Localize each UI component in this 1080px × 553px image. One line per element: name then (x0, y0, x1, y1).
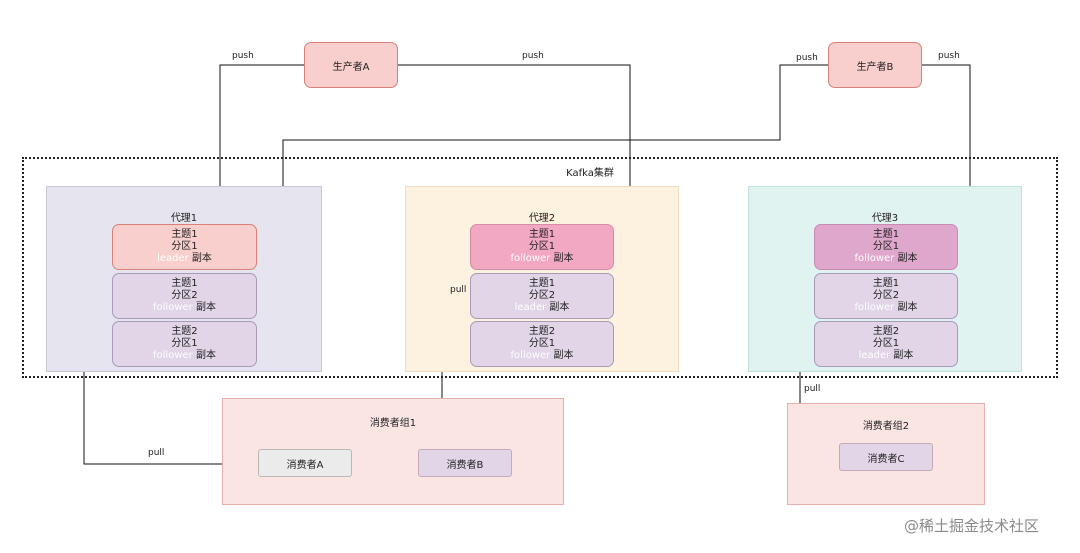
topic-label: 主题1 (528, 278, 556, 289)
replica-role: follower (153, 302, 193, 313)
push-label: push (232, 51, 254, 61)
replica-label: leader 副本 (514, 302, 570, 313)
broker-2-partition-3[interactable]: 主题2 分区1 follower 副本 (470, 321, 614, 367)
broker-3-partition-3[interactable]: 主题2 分区1 leader 副本 (814, 321, 958, 367)
broker-1-partition-2[interactable]: 主题1 分区2 follower 副本 (112, 273, 257, 319)
replica-label: follower 副本 (153, 350, 216, 361)
push-label: push (796, 53, 818, 63)
partition-label: 分区2 (171, 290, 198, 301)
push-a-to-broker1 (216, 64, 304, 224)
topic-label: 主题1 (872, 278, 900, 289)
watermark: @稀土掘金技术社区 (904, 517, 1040, 535)
topic-label: 主题2 (872, 326, 900, 337)
consumer-group-2-title: 消费者组2 (862, 421, 910, 432)
partition-label: 分区1 (872, 241, 900, 252)
broker-3-partition-2[interactable]: 主题1 分区2 follower 副本 (814, 273, 958, 319)
pull-label: pull (450, 285, 467, 295)
replica-role: leader (157, 253, 189, 264)
kafka-cluster-boundary (22, 157, 1058, 378)
consumer-a[interactable]: 消费者A (258, 449, 352, 477)
replica-role: follower (510, 350, 551, 361)
replica-role: leader (514, 302, 547, 313)
partition-label: 分区2 (872, 290, 900, 301)
broker-3-title: 代理3 (871, 213, 899, 224)
partition-label: 分区1 (528, 241, 556, 252)
partition-label: 分区1 (528, 338, 556, 349)
topic-label: 主题1 (171, 229, 198, 240)
replica-label: follower 副本 (854, 253, 918, 264)
replica-label: follower 副本 (510, 350, 574, 361)
kafka-cluster-title: Kafka集群 (566, 168, 614, 179)
broker-1-title: 代理1 (170, 213, 198, 224)
replica-role: follower (510, 253, 551, 264)
partition-label: 分区1 (171, 241, 198, 252)
replica-role: follower (854, 302, 895, 313)
consumer-group-1-title: 消费者组1 (369, 418, 417, 429)
consumer-c[interactable]: 消费者C (839, 443, 933, 471)
replica-label: follower 副本 (153, 302, 216, 313)
broker-1-partition-1[interactable]: 主题1 分区1 leader 副本 (112, 224, 257, 270)
topic-label: 主题1 (528, 229, 556, 240)
replica-label: leader 副本 (858, 350, 914, 361)
pull-label: pull (804, 384, 821, 394)
topic-label: 主题2 (171, 326, 198, 337)
consumer-b[interactable]: 消费者B (418, 449, 512, 477)
push-label: push (938, 51, 960, 61)
broker-1-partition-3[interactable]: 主题2 分区1 follower 副本 (112, 321, 257, 367)
push-label: push (522, 51, 544, 61)
pull-label: pull (148, 448, 165, 458)
broker-3-partition-1[interactable]: 主题1 分区1 follower 副本 (814, 224, 958, 270)
partition-label: 分区2 (528, 290, 556, 301)
replica-role: leader (858, 350, 891, 361)
topic-label: 主题2 (528, 326, 556, 337)
broker-2-title: 代理2 (528, 213, 556, 224)
replica-label: follower 副本 (854, 302, 918, 313)
topic-label: 主题1 (872, 229, 900, 240)
producer-b[interactable]: 生产者B (828, 42, 922, 88)
replica-label: follower 副本 (510, 253, 574, 264)
partition-label: 分区1 (872, 338, 900, 349)
topic-label: 主题1 (171, 278, 198, 289)
replica-label: leader 副本 (157, 253, 212, 264)
replica-role: follower (854, 253, 895, 264)
partition-label: 分区1 (171, 338, 198, 349)
broker-2-partition-1[interactable]: 主题1 分区1 follower 副本 (470, 224, 614, 270)
replica-role: follower (153, 350, 193, 361)
producer-a[interactable]: 生产者A (304, 42, 398, 88)
broker-2-partition-2[interactable]: 主题1 分区2 leader 副本 (470, 273, 614, 319)
